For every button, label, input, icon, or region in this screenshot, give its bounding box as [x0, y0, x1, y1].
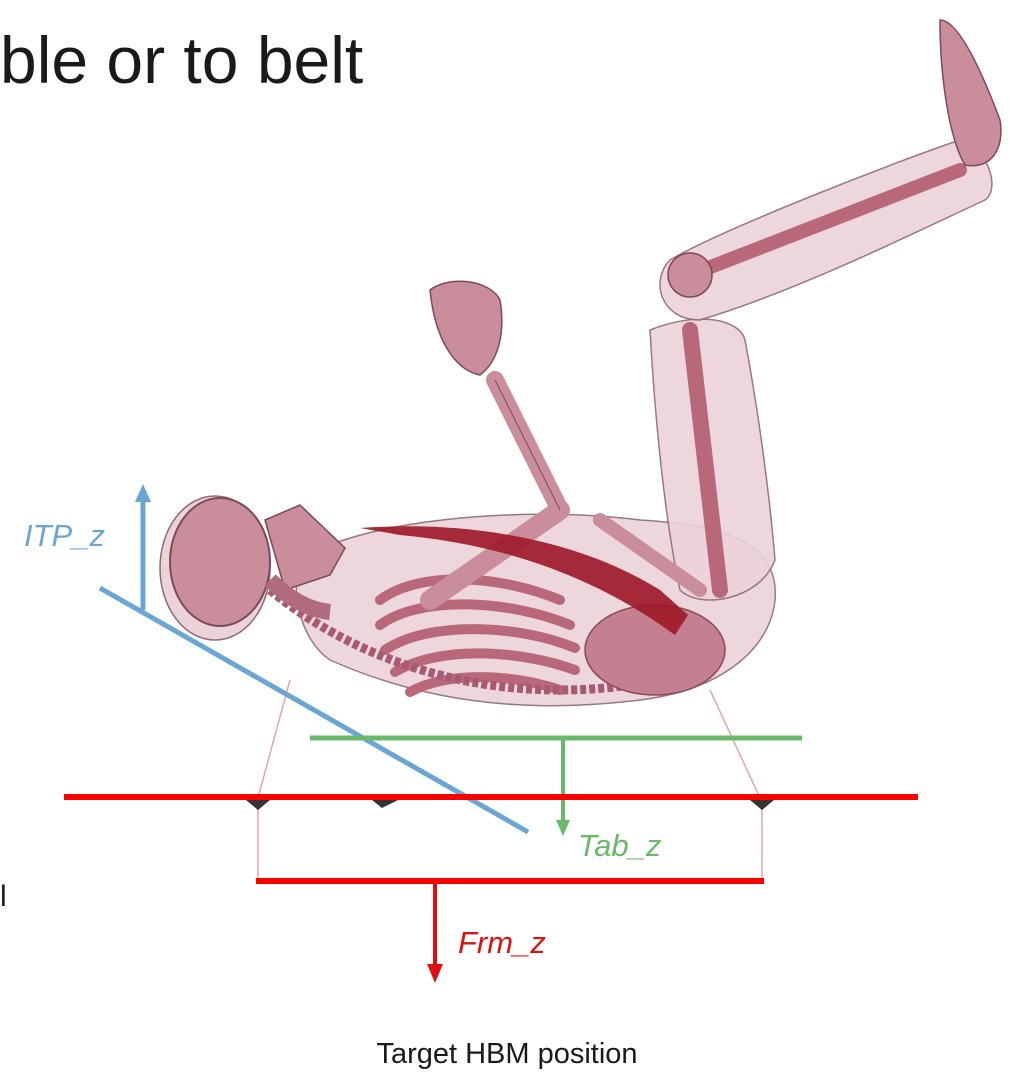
mount-marker-left — [246, 800, 270, 810]
mount-marker-mid — [372, 800, 398, 808]
frm-label: Frm_z — [458, 925, 546, 961]
mount-marker-right — [750, 800, 774, 810]
support-line-right — [710, 690, 760, 798]
human-body-model — [160, 20, 1001, 706]
support-line-left — [258, 680, 290, 798]
figure-caption: Target HBM position — [0, 1038, 1014, 1071]
itp-arrow-head — [135, 484, 151, 502]
frm-arrow-head — [427, 964, 443, 983]
tab-label: Tab_z — [578, 828, 661, 864]
itp-label: ITP_z — [24, 518, 105, 554]
tab-arrow-head — [556, 820, 570, 836]
